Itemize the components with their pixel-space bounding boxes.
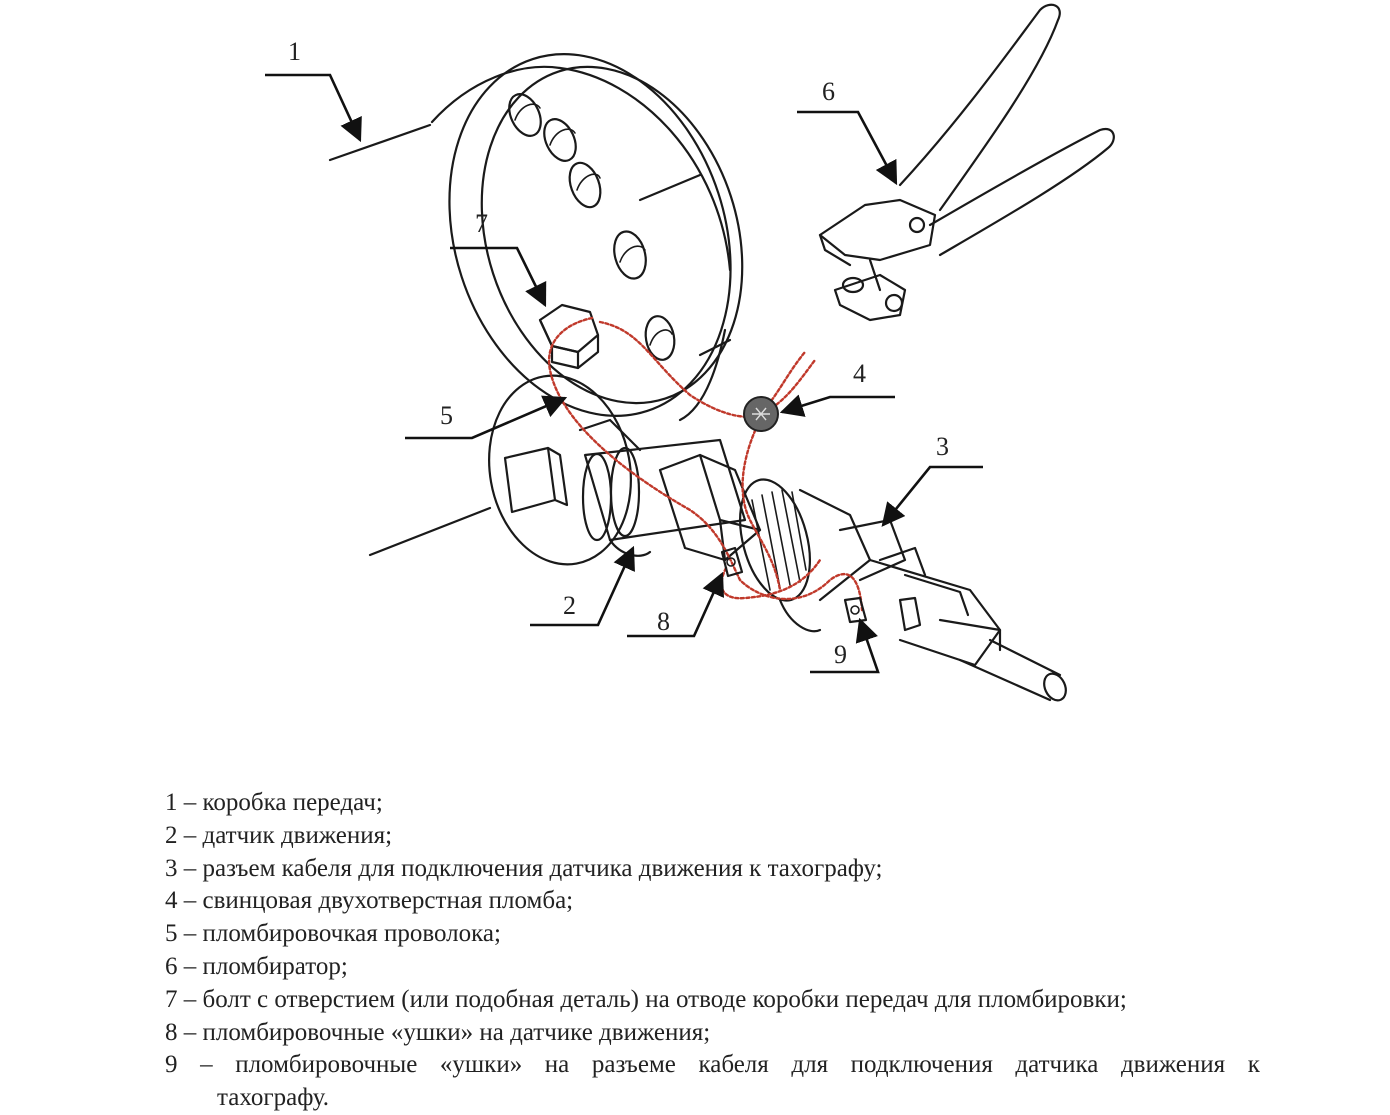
legend-item-9-word: 9 [165, 1051, 178, 1079]
callout-number-2: 2 [563, 591, 576, 620]
legend-item-4: 4 – свинцовая двухотверстная пломба; [165, 887, 574, 915]
legend-item-9: 9 – пломбировочные «ушки» на разъеме каб… [165, 1049, 1260, 1082]
motion-sensor-drawing [581, 438, 872, 633]
legend-item-9-word: пломбировочные [235, 1051, 418, 1079]
legend-item-9-word: «ушки» [439, 1051, 523, 1079]
callout-8: 8 [627, 571, 724, 638]
sensor-sealing-diagram: 1 2 3 4 5 6 7 8 9 [265, 3, 1115, 702]
legend-item-5: 5 – пломбировочкая проволока; [165, 920, 501, 948]
callout-number-7: 7 [475, 209, 488, 238]
legend-item-2: 2 – датчик движения; [165, 821, 393, 849]
legend-item-9-word: датчика [1015, 1051, 1099, 1079]
callout-number-9: 9 [834, 640, 847, 669]
callout-7: 7 [450, 209, 547, 308]
legend-item-9-word: кабеля [698, 1051, 769, 1079]
legend-item-9-word: для [791, 1051, 829, 1079]
cable-connector-drawing [838, 518, 1067, 702]
sensor-boss-drawing [368, 374, 642, 566]
legend-item-9-word: движения [1120, 1051, 1226, 1079]
callout-4: 4 [779, 359, 895, 417]
callout-number-8: 8 [657, 607, 670, 636]
legend-item-6: 6 – пломбиратор; [165, 952, 348, 980]
legend-item-9-word: подключения [850, 1051, 993, 1079]
sensor-eyelets-drawing [720, 546, 744, 578]
legend-item-9-word: на [544, 1051, 570, 1079]
lead-seal-drawing [743, 396, 779, 432]
callout-number-3: 3 [936, 432, 949, 461]
connector-eyelets-drawing [843, 596, 868, 624]
callout-number-5: 5 [440, 401, 453, 430]
callout-9: 9 [810, 617, 880, 674]
callout-6: 6 [797, 77, 898, 186]
callout-2: 2 [530, 545, 635, 627]
legend-item-7: 7 – болт с отверстием (или подобная дета… [165, 985, 1127, 1013]
callout-number-6: 6 [822, 77, 835, 106]
legend-item-9-word: разъеме [591, 1051, 676, 1079]
callout-1: 1 [265, 37, 362, 143]
legend-item-8: 8 – пломбировочные «ушки» на датчике дви… [165, 1018, 711, 1046]
legend-item-9-continuation: тахографу. [217, 1084, 330, 1112]
sealing-pliers-drawing [818, 3, 1115, 322]
callout-number-1: 1 [288, 37, 301, 66]
legend-item-3: 3 – разъем кабеля для подключения датчик… [165, 854, 883, 882]
callout-number-4: 4 [853, 359, 866, 388]
gearbox-drawing [328, 53, 744, 422]
legend-item-9-word: к [1247, 1051, 1260, 1079]
callout-5: 5 [405, 395, 568, 440]
legend: 1 – коробка передач; 2 – датчик движения… [165, 787, 1260, 1115]
legend-item-1: 1 – коробка передач; [165, 789, 383, 816]
callout-3: 3 [881, 432, 983, 527]
legend-item-9-word: – [200, 1051, 213, 1079]
